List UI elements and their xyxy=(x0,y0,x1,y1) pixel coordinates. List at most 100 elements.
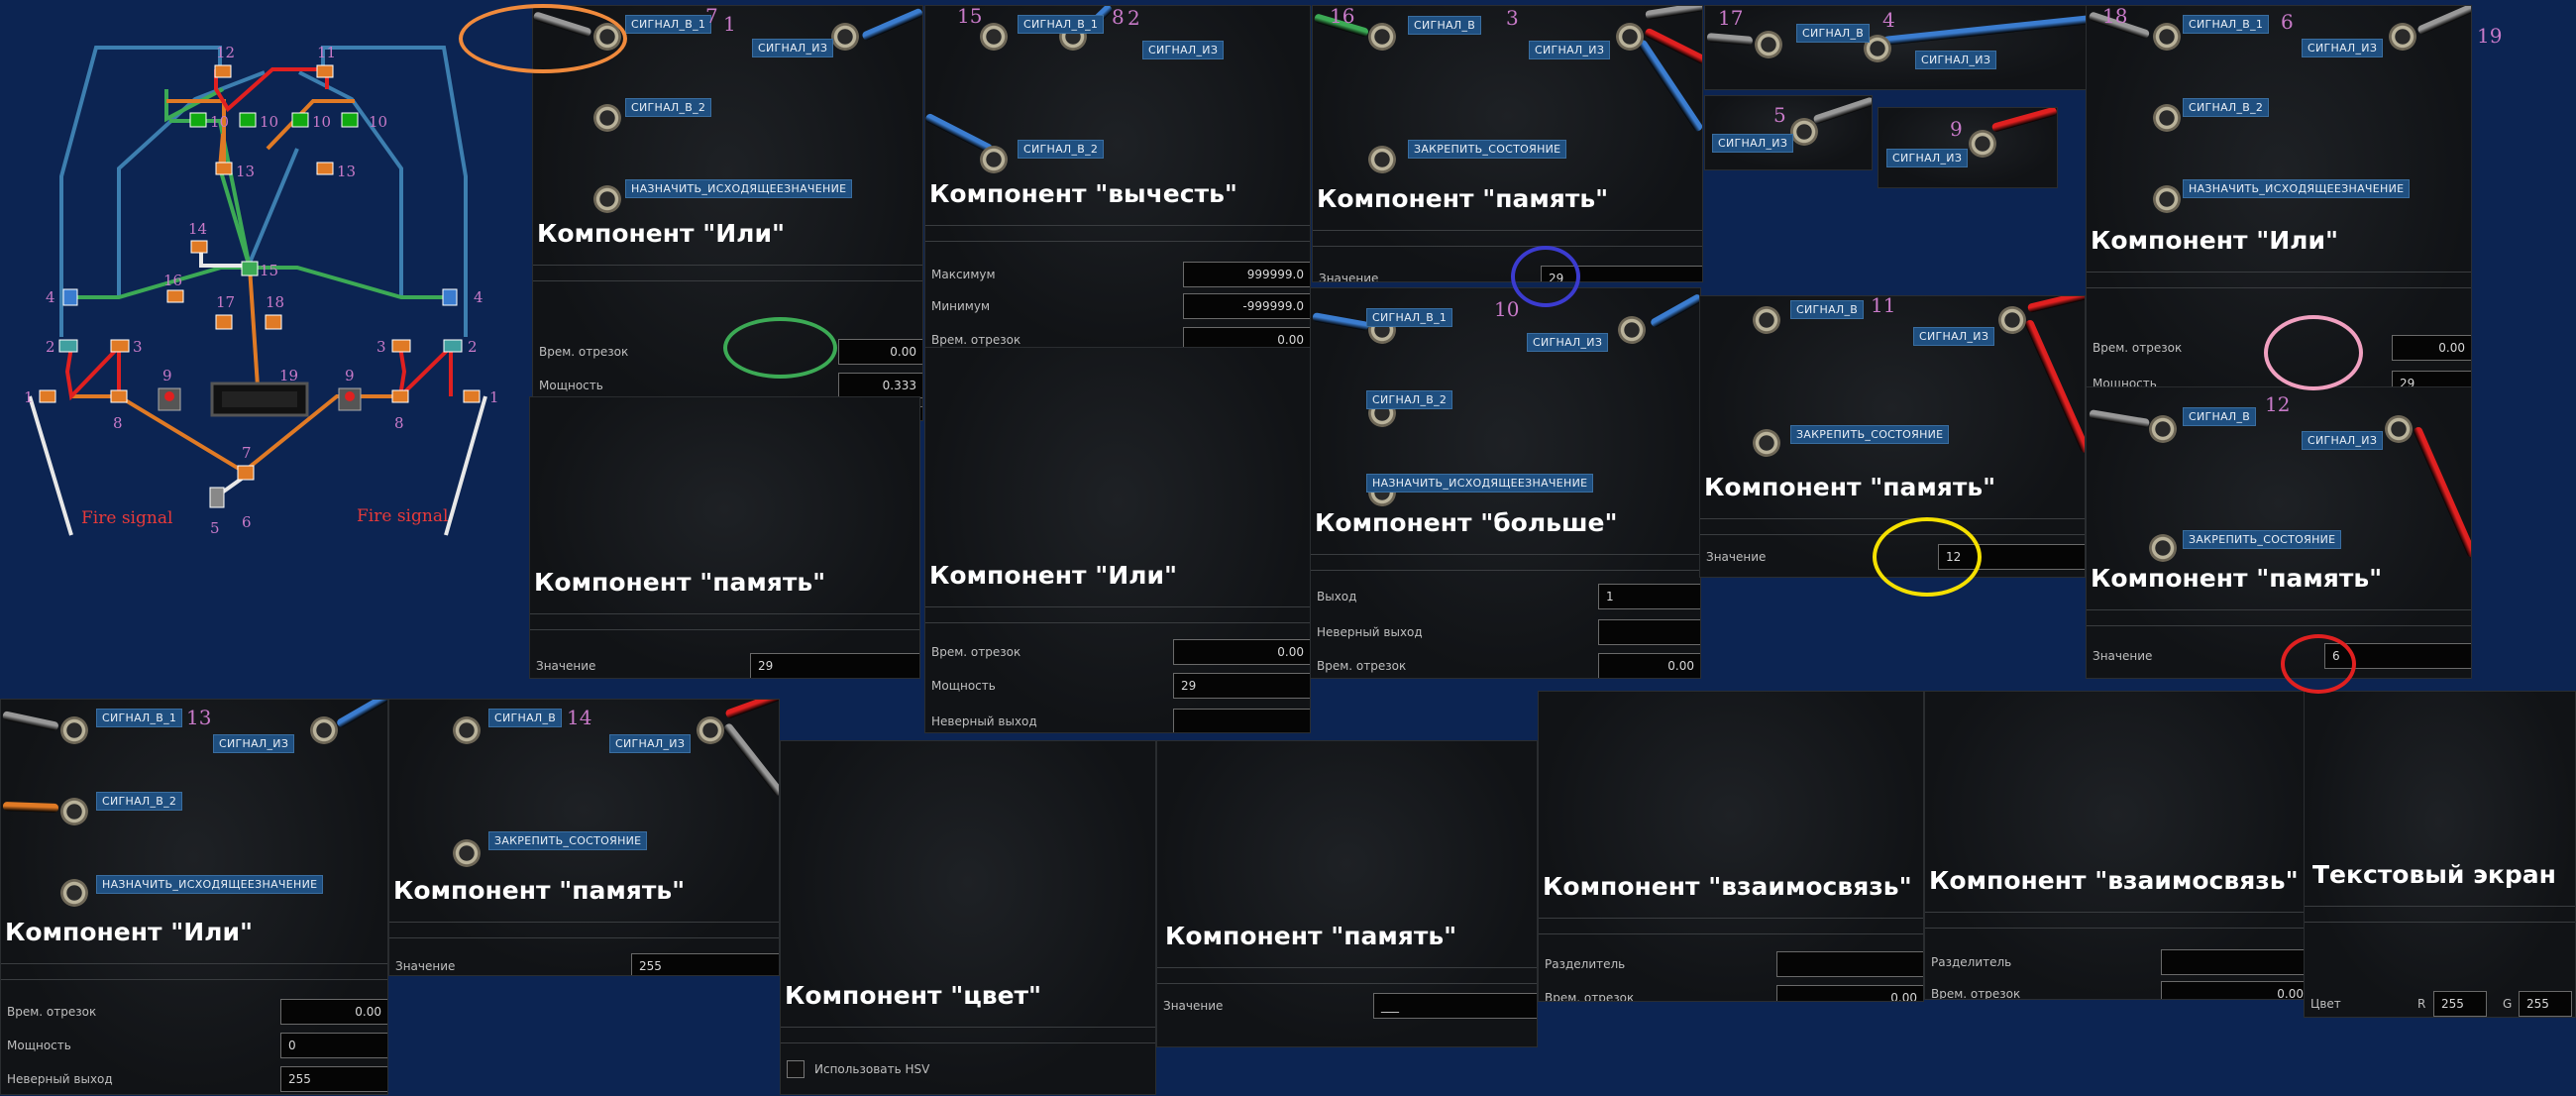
pin-label-сигнал-из: СИГНАЛ_ИЗ xyxy=(752,39,834,57)
panel-title: Компонент "память" xyxy=(534,568,826,597)
node-label-3a: 3 xyxy=(133,338,143,356)
node-label-19: 19 xyxy=(279,367,298,384)
field-label: Значение xyxy=(1163,999,1224,1013)
highlight-ring-4 xyxy=(1873,517,1982,597)
connector-2[interactable] xyxy=(1368,146,1396,173)
field-input[interactable]: 0.00 xyxy=(838,339,922,365)
node-label-2a: 2 xyxy=(46,338,55,356)
panel-number: 11 xyxy=(1871,293,1896,317)
pin-label-сигнал-в-1: СИГНАЛ_В_1 xyxy=(1018,15,1105,34)
panel-number: 18 xyxy=(2102,4,2128,28)
field-label: Значение xyxy=(395,959,456,973)
field-label: Врем. отрезок xyxy=(1931,987,2021,1000)
panel-divider xyxy=(925,241,1310,242)
connector-1[interactable] xyxy=(697,716,724,744)
connector-0[interactable] xyxy=(1790,118,1818,146)
pin-label-сигнал-в-1: СИГНАЛ_В_1 xyxy=(2183,15,2270,34)
connector-2[interactable] xyxy=(980,146,1008,173)
field-input[interactable]: 0.00 xyxy=(1598,653,1700,678)
connector-0[interactable] xyxy=(2153,23,2181,51)
panel-number: 4 xyxy=(1882,8,1895,32)
panel-title: Компонент "Или" xyxy=(2091,226,2338,255)
field-input[interactable]: 0.00 xyxy=(2392,335,2471,361)
pin-label-закрепить-состояние: ЗАКРЕПИТЬ_СОСТОЯНИЕ xyxy=(488,831,648,850)
connector-1[interactable] xyxy=(2389,23,2416,51)
connector-0[interactable] xyxy=(1755,31,1782,58)
connector-0[interactable] xyxy=(980,23,1008,51)
r-input[interactable]: 255 xyxy=(2433,991,2487,1017)
field-label: Неверный выход xyxy=(931,714,1037,728)
field-input[interactable] xyxy=(2161,949,2309,975)
connector-0[interactable] xyxy=(1753,306,1780,334)
connector-2[interactable] xyxy=(2153,104,2181,132)
field-input[interactable]: 255 xyxy=(280,1066,387,1092)
field-label: Неверный выход xyxy=(7,1072,113,1086)
field-input[interactable]: 0.00 xyxy=(1776,985,1923,1001)
connector-1[interactable] xyxy=(831,23,859,51)
connector-2[interactable] xyxy=(60,798,88,825)
connector-1[interactable] xyxy=(310,716,338,744)
field-input[interactable] xyxy=(1598,619,1700,645)
field-label: Значение xyxy=(536,659,596,673)
field-label: Значение xyxy=(1319,272,1379,282)
node-label-4b: 4 xyxy=(474,288,483,306)
connector-3[interactable] xyxy=(593,185,621,213)
field-input[interactable]: ___ xyxy=(1373,993,1537,1019)
wire-blue-right xyxy=(321,46,468,337)
field-input[interactable]: 1 xyxy=(1598,584,1700,609)
pin-label-сигнал-в-1: СИГНАЛ_В_1 xyxy=(625,15,712,34)
connector-0[interactable] xyxy=(2149,415,2177,443)
connector-1[interactable] xyxy=(1616,23,1644,51)
panel-divider xyxy=(1311,554,1700,555)
panel-title: Компонент "память" xyxy=(1165,922,1457,950)
connector-1[interactable] xyxy=(1998,306,2026,334)
field-input[interactable]: 0.00 xyxy=(1173,639,1310,665)
field-input[interactable] xyxy=(1173,709,1310,732)
connector-2[interactable] xyxy=(1753,429,1780,457)
connector-2[interactable] xyxy=(2149,534,2177,562)
field-label: Врем. отрезок xyxy=(931,333,1021,347)
connector-2[interactable] xyxy=(593,104,621,132)
panel-divider xyxy=(1,979,387,980)
node-label-10c: 10 xyxy=(312,113,331,131)
connector-2[interactable] xyxy=(453,839,481,867)
field-label: Неверный выход xyxy=(1317,625,1423,639)
connector-1[interactable] xyxy=(2385,415,2413,443)
field-input[interactable]: 255 xyxy=(631,953,779,975)
connector-0[interactable] xyxy=(60,716,88,744)
connector-0[interactable] xyxy=(1969,130,1996,158)
field-input[interactable]: 0.00 xyxy=(2161,981,2309,999)
field-input[interactable]: 0.333 xyxy=(838,373,922,398)
panel-divider xyxy=(781,1027,1155,1028)
wire-green-mid xyxy=(169,119,252,269)
field-input[interactable]: 999999.0 xyxy=(1183,262,1310,287)
node-label-11: 11 xyxy=(317,44,336,61)
node-label-13b: 13 xyxy=(337,163,356,180)
field-input[interactable] xyxy=(1776,951,1923,977)
g-input[interactable]: 255 xyxy=(2519,991,2572,1017)
field-label: Мощность xyxy=(7,1039,71,1052)
panel-divider xyxy=(1,963,387,964)
panel-divider xyxy=(533,265,922,266)
connector-0[interactable] xyxy=(453,716,481,744)
pin-label-сигнал-в-1: СИГНАЛ_В_1 xyxy=(1366,308,1453,327)
connector-1[interactable] xyxy=(1618,316,1646,344)
panel-divider xyxy=(2087,287,2471,288)
field-input[interactable]: 29 xyxy=(1173,673,1310,699)
field-input[interactable]: 29 xyxy=(750,653,919,678)
field-input[interactable]: 0.00 xyxy=(280,999,387,1025)
panel-number: 5 xyxy=(1773,103,1786,127)
connector-3[interactable] xyxy=(2153,185,2181,213)
field-input[interactable]: -999999.0 xyxy=(1183,293,1310,319)
connector-3[interactable] xyxy=(60,879,88,907)
component-panel-8: СИГНАЛ_В_1СИГНАЛ_ИЗСИГНАЛ_В_2НАЗНАЧИТЬ_И… xyxy=(924,347,1311,733)
panel-title: Компонент "память" xyxy=(2091,564,2383,593)
connector-0[interactable] xyxy=(1368,23,1396,51)
panel-divider xyxy=(781,1042,1155,1043)
field-input[interactable]: 0 xyxy=(280,1033,387,1058)
node-label-9a: 9 xyxy=(162,367,172,384)
hsv-checkbox[interactable] xyxy=(787,1060,805,1078)
pin-label-сигнал-из: СИГНАЛ_ИЗ xyxy=(1527,333,1609,352)
pin-label-сигнал-из: СИГНАЛ_ИЗ xyxy=(1142,41,1225,59)
